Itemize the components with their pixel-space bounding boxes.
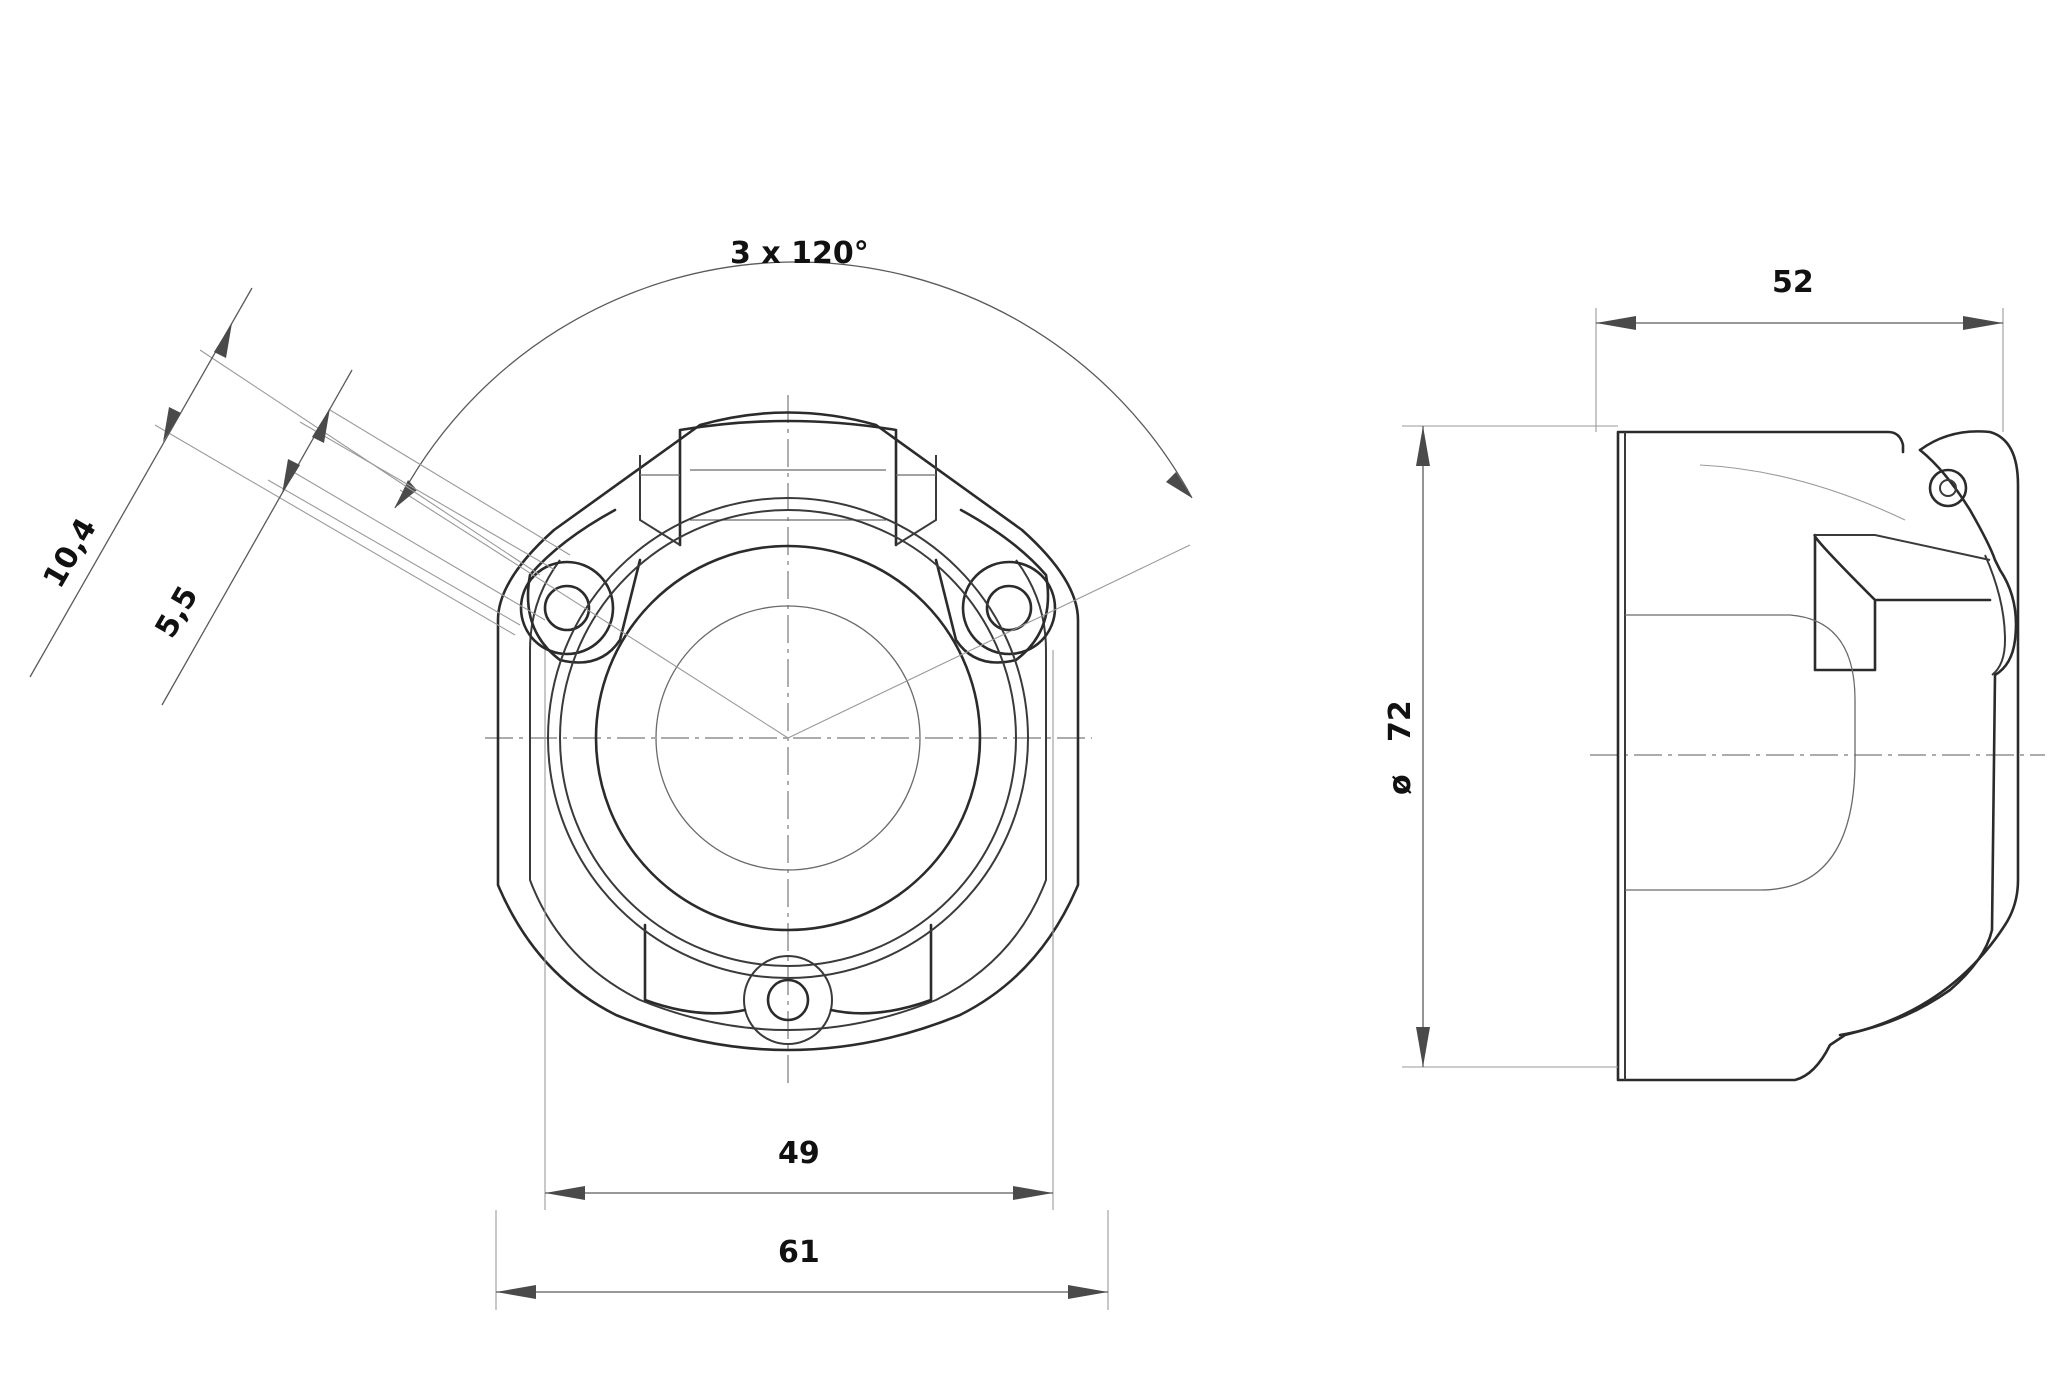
width-61-dimension: 61: [495, 1210, 1109, 1310]
dim-10-4-label: 10,4: [37, 512, 104, 594]
dim-line-10-4: [29, 287, 253, 678]
dim-61-arrow-left: [496, 1285, 536, 1299]
width-49-dimension: 49: [544, 650, 1054, 1210]
left-mounting-hole: [543, 584, 591, 632]
dim-49-arrow-right: [1013, 1186, 1053, 1200]
top-hinge-tab: [678, 419, 898, 547]
socket-face: [655, 605, 921, 871]
ext-line-d: [267, 479, 521, 626]
side-view: [1590, 430, 2045, 1082]
angle-arrow-right: [1166, 472, 1192, 498]
pitch-line-left: [399, 489, 789, 739]
dim-72-label: 72: [1383, 700, 1418, 742]
pitch-line-right: [787, 544, 1191, 739]
housing-outline: [496, 411, 1080, 1052]
offset-dimensions: 10,4 5,5: [29, 287, 571, 706]
angle-dimension-label: 3 x 120°: [730, 236, 869, 271]
bottom-left-slot: [643, 923, 747, 1015]
dim-72-symbol: ø: [1383, 774, 1418, 795]
ext-line-b: [154, 424, 516, 636]
socket-outer-ring: [547, 497, 1029, 979]
housing-inner-rim: [529, 559, 1047, 1031]
left-mounting-hole-boss: [519, 560, 615, 656]
dim-52-arrow-right: [1963, 316, 2003, 330]
bottom-mounting-hole-boss: [743, 955, 833, 1045]
socket-ring: [559, 509, 1017, 967]
right-mounting-hole: [985, 584, 1033, 632]
side-socket-silhouette: [1625, 614, 1856, 891]
dim-61-arrow-right: [1068, 1285, 1108, 1299]
angle-dimension: 3 x 120°: [394, 236, 1193, 509]
dim-72-arrow-bottom: [1416, 1027, 1430, 1067]
diameter-72-dimension: ø 72: [1383, 425, 1618, 1068]
side-body-outline: [1616, 430, 2020, 1082]
socket-bore: [594, 544, 982, 932]
side-latch-window: [1813, 533, 1992, 672]
side-lid-curve: [1699, 464, 1906, 521]
top-hinge-inner: [639, 455, 937, 546]
dim-5-5-arrow-b: [282, 459, 300, 494]
top-hinge-details: [640, 469, 936, 521]
side-hinge-pin-inner: [1939, 479, 1957, 497]
angle-arc: [394, 261, 1193, 509]
side-lid-inner: [1984, 554, 2007, 676]
dim-72-arrow-top: [1416, 426, 1430, 466]
bottom-mounting-hole: [766, 978, 810, 1022]
right-mounting-hole-boss: [961, 560, 1057, 656]
dim-52-arrow-left: [1596, 316, 1636, 330]
front-view: [399, 395, 1191, 1085]
ext-line-e: [329, 409, 571, 556]
depth-52-dimension: 52: [1595, 265, 2004, 432]
dim-5-5-label: 5,5: [149, 580, 206, 644]
side-latch-window-frame: [1815, 534, 1991, 561]
right-ear-flange: [934, 508, 1050, 664]
dim-5-5-arrow-a: [312, 408, 330, 443]
angle-arrow-left: [395, 480, 417, 508]
side-hinge-pin-outer: [1928, 468, 1968, 508]
bottom-right-slot: [829, 923, 933, 1015]
dim-52-label: 52: [1772, 265, 1814, 300]
dim-49-arrow-left: [545, 1186, 585, 1200]
dim-61-label: 61: [778, 1235, 820, 1270]
dim-49-label: 49: [778, 1136, 820, 1171]
dim-10-4-arrow-b: [163, 407, 181, 442]
ext-line-f: [289, 469, 546, 621]
ext-line-c: [299, 421, 556, 571]
left-ear-flange: [526, 508, 642, 664]
side-lid: [1838, 448, 2018, 1037]
dim-10-4-arrow-a: [214, 323, 232, 358]
